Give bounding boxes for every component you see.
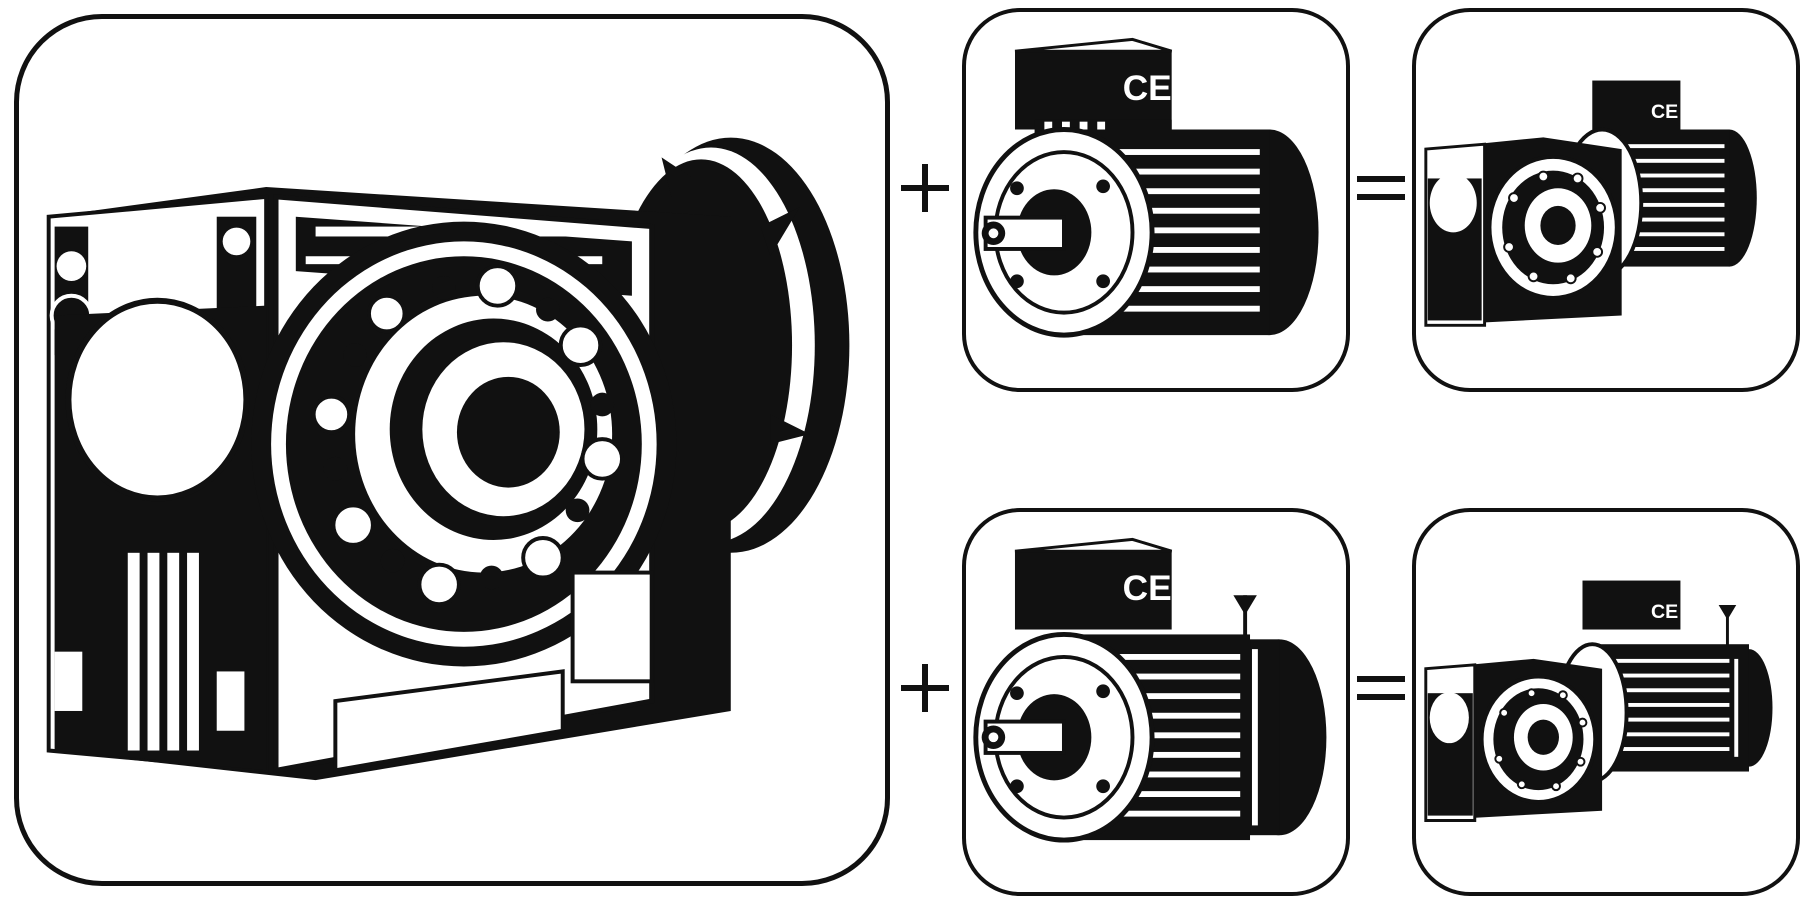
equals-icon (1351, 158, 1411, 218)
electric-motor-icon: CE (973, 37, 1319, 338)
plus-icon (895, 658, 955, 718)
brake-gearmotor-panel: CE (1412, 508, 1800, 896)
worm-gearbox-icon (46, 137, 850, 781)
brake-motor-icon: CE (973, 537, 1327, 843)
svg-text:CE: CE (1123, 569, 1172, 608)
plus-icon (895, 158, 955, 218)
svg-text:CE: CE (1651, 101, 1678, 123)
equals-icon (1351, 658, 1411, 718)
gearmotor-assembly-icon: CE (1424, 80, 1757, 327)
svg-text:CE: CE (1123, 69, 1172, 108)
svg-text:CE: CE (1651, 601, 1678, 623)
gearbox-panel (14, 14, 890, 886)
brake-gearmotor-assembly-icon: CE (1424, 580, 1773, 822)
motor-panel: CE (962, 8, 1350, 392)
gearmotor-panel: CE (1412, 8, 1800, 392)
brake-motor-panel: CE (962, 508, 1350, 896)
